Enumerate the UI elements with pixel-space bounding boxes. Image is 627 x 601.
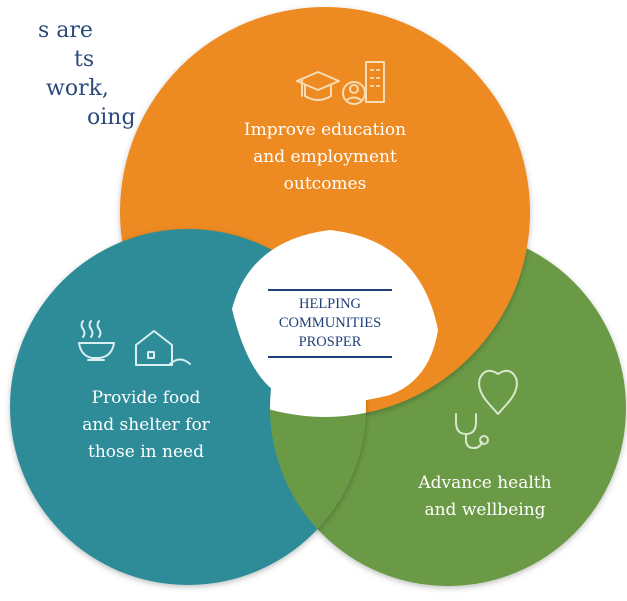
center-label-line: PROSPER xyxy=(298,334,362,350)
health-label-line: Advance health xyxy=(418,473,552,493)
food-shelter-label: Provide food and shelter for those in ne… xyxy=(58,385,234,466)
center-bottom-rule xyxy=(268,356,392,358)
center-label-line: HELPING xyxy=(298,296,362,312)
intro-line: s are xyxy=(38,18,93,43)
graduation-cap-and-person-icon xyxy=(296,61,385,105)
food-shelter-label-line: and shelter for xyxy=(82,415,210,435)
health-label-line: and wellbeing xyxy=(424,500,546,520)
education-label-line: Improve education xyxy=(243,120,407,140)
center-label: HELPING COMMUNITIES PROSPER xyxy=(263,289,397,358)
intro-line: work, xyxy=(46,76,109,101)
intro-line: oing xyxy=(87,105,136,130)
center-core-region xyxy=(232,230,438,404)
education-label: Improve education and employment outcome… xyxy=(213,117,437,198)
center-label-line: COMMUNITIES xyxy=(278,315,382,331)
education-label-line: outcomes xyxy=(283,174,367,194)
stethoscope-heart-icon xyxy=(455,369,518,449)
intro-text: s are ts work, oing xyxy=(0,0,140,200)
education-label-line: and employment xyxy=(253,147,397,167)
food-shelter-label-line: Provide food xyxy=(91,388,201,408)
bowl-and-house-icon xyxy=(78,320,191,366)
center-top-rule xyxy=(268,289,392,291)
health-label: Advance health and wellbeing xyxy=(387,470,583,524)
intro-line: ts xyxy=(74,47,95,72)
food-shelter-label-line: those in need xyxy=(88,442,204,462)
